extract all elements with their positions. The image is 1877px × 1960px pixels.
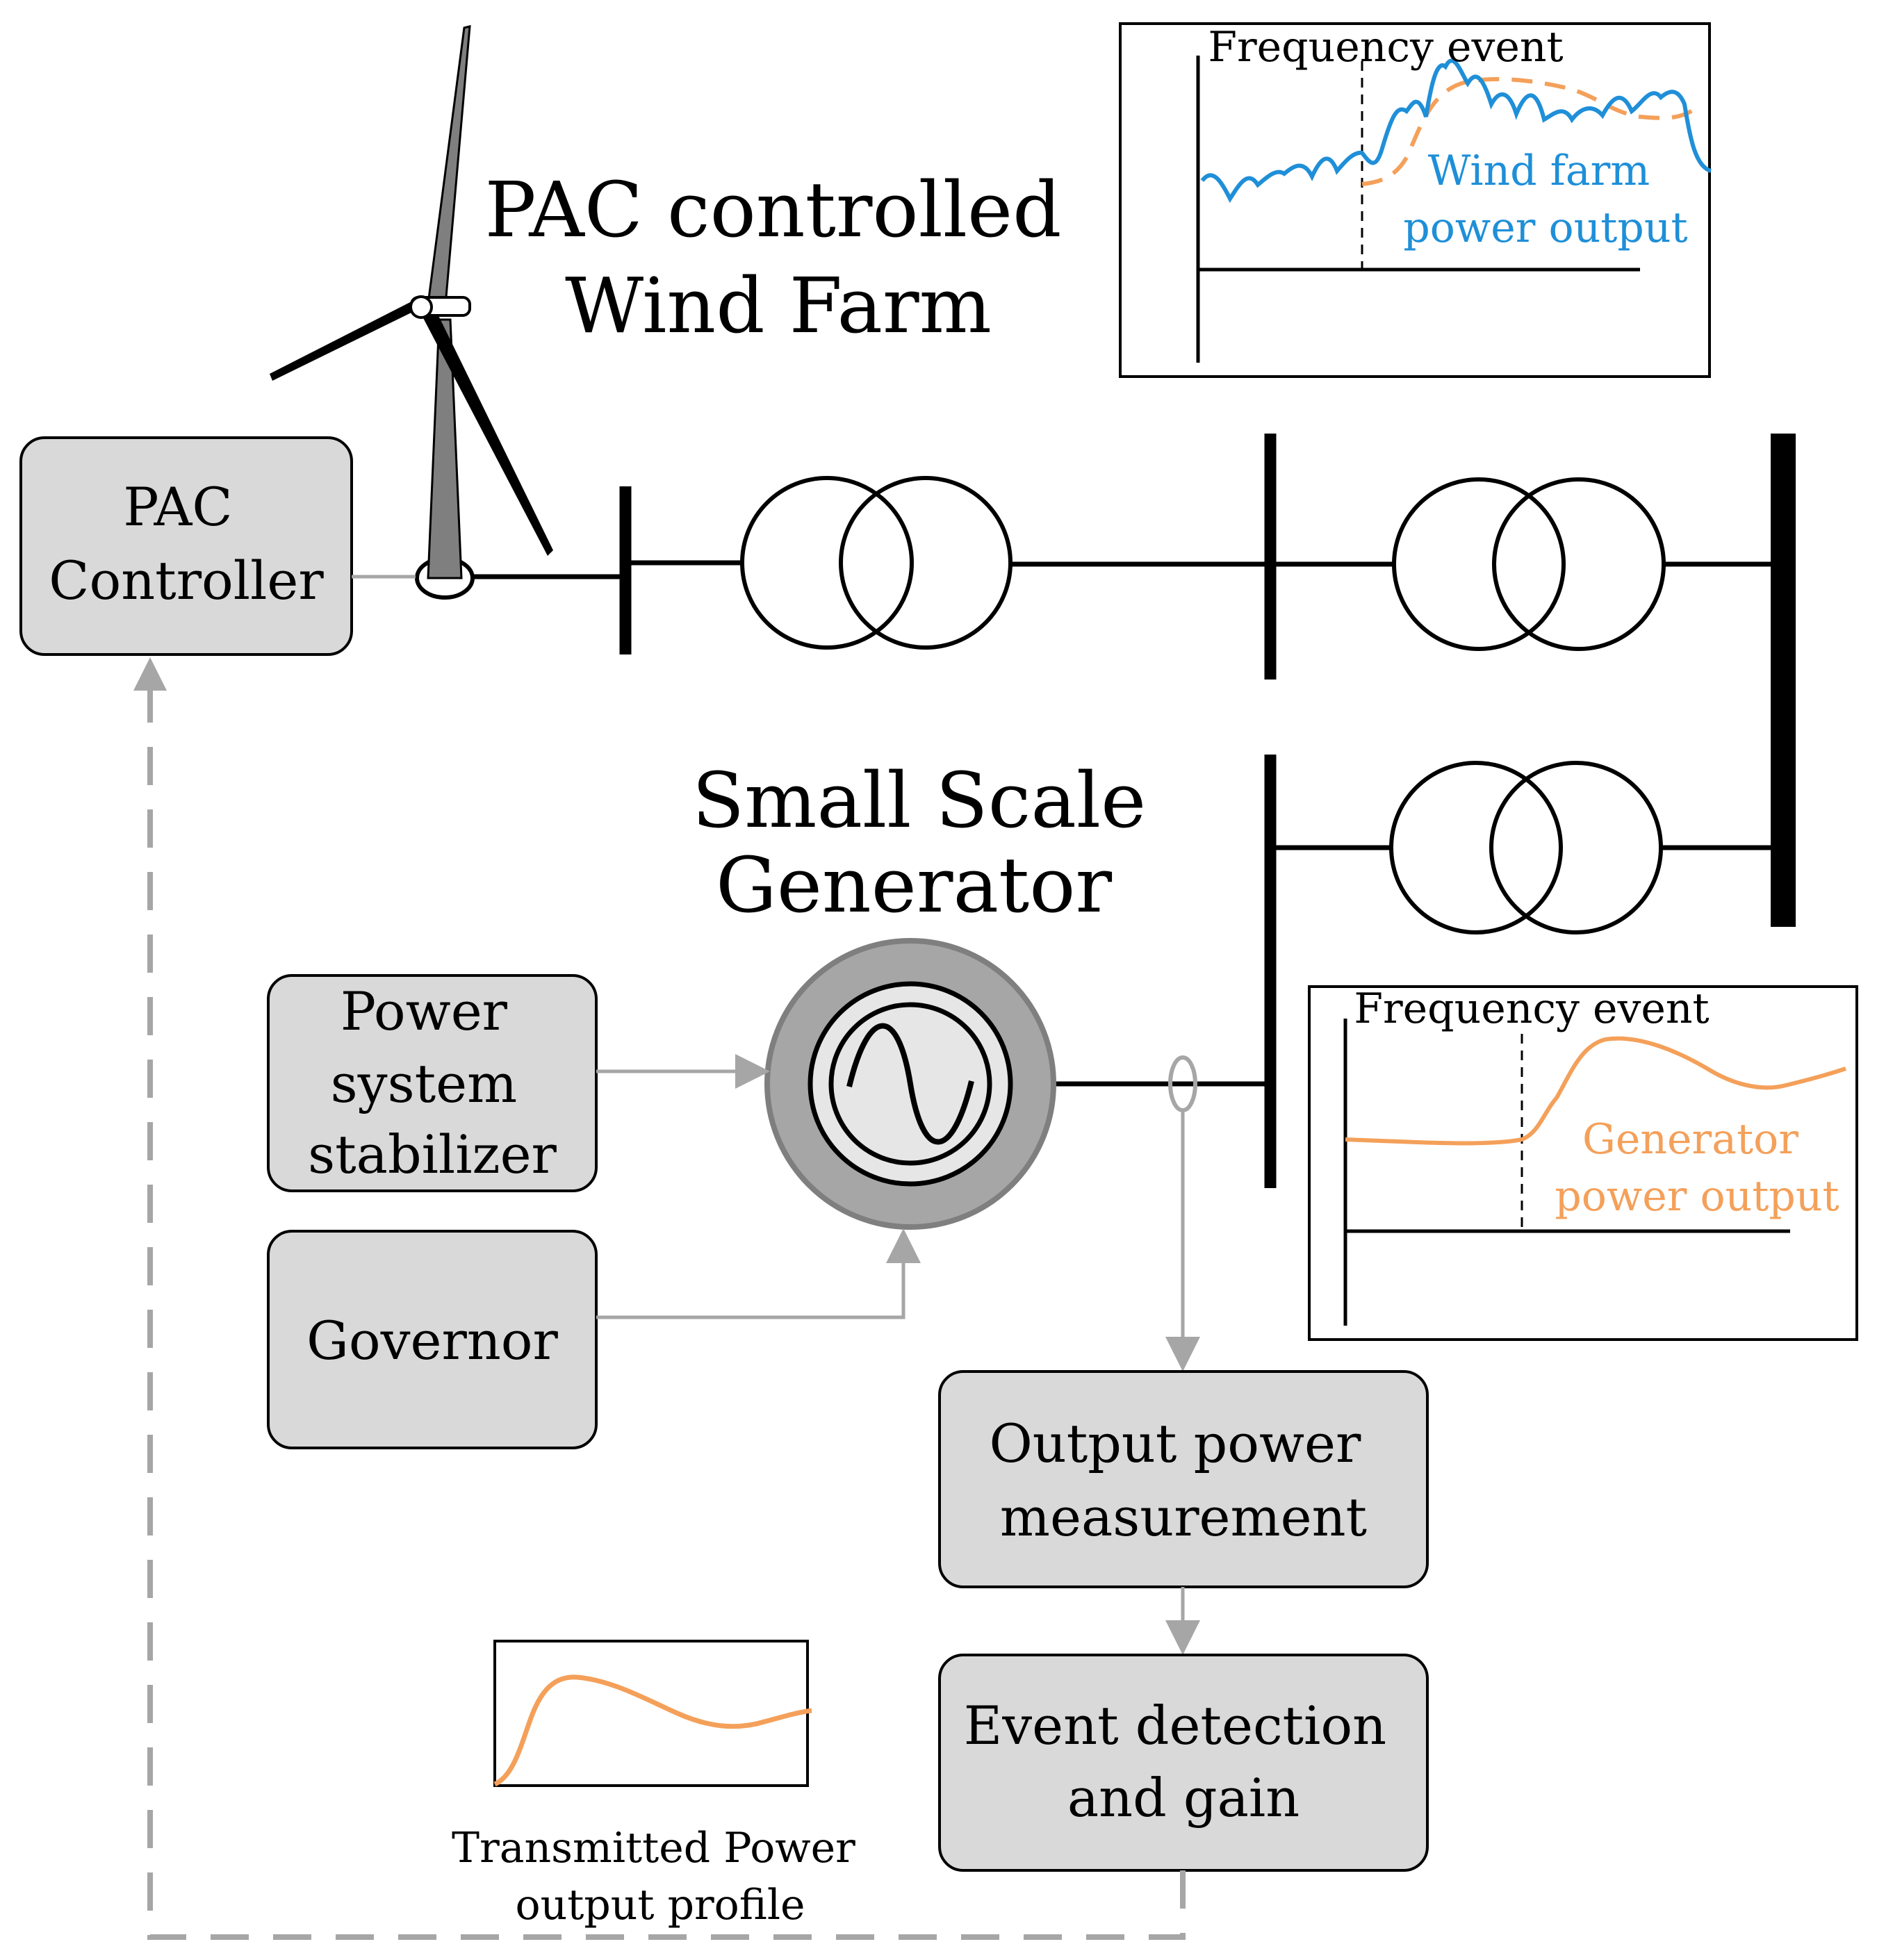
gen-plot-series-label-line-1: Generator (1582, 1115, 1798, 1164)
wind-farm-title-line-1: PAC controlled (484, 165, 1061, 254)
wind-plot-series-label: Wind farm power output (1403, 147, 1687, 252)
svg-text:Governor: Governor (306, 1310, 558, 1372)
governor-block[interactable]: Governor (267, 1230, 598, 1449)
generator-title-line-1: Small Scale (692, 756, 1146, 845)
output-power-measurement-block[interactable]: Output power measurement (938, 1370, 1429, 1588)
profile-curve (493, 1674, 812, 1787)
ac-generator-icon (764, 938, 1056, 1230)
pss-line-2: system (331, 1053, 518, 1114)
wind-plot-event-label: Frequency event (1208, 23, 1563, 72)
generator-output-plot: Frequency event Generator power output (1308, 985, 1858, 1341)
event-detection-line-2: and gain (1067, 1767, 1300, 1829)
power-system-stabilizer-block[interactable]: Power system stabilizer (267, 974, 598, 1192)
wind-farm-output-plot: Frequency event Wind farm power output (1119, 22, 1712, 378)
pac-controller-line-1: PAC (123, 476, 232, 538)
pac-controller-block[interactable]: PAC Controller (19, 436, 353, 656)
gen-plot-series-label: Generator power output (1555, 1115, 1839, 1221)
wind-farm-title: PAC controlled Wind Farm (484, 165, 1085, 350)
transmitted-profile-plot: Transmitted Power output profile (452, 1640, 869, 1929)
wind-turbine-icon (270, 25, 553, 600)
transformer-icon (740, 476, 1013, 650)
governor-label: Governor (306, 1310, 558, 1372)
svg-text:Output power measurement: Output power measurement (989, 1413, 1377, 1548)
opm-line-1: Output power (989, 1413, 1361, 1474)
event-detection-line-1: Event detection (964, 1695, 1386, 1756)
profile-caption-line-1: Transmitted Power (452, 1824, 855, 1872)
feedback-signal-path (133, 657, 1186, 1940)
wind-plot-power-curve (1200, 58, 1712, 204)
wind-plot-series-label-line-1: Wind farm (1428, 147, 1650, 195)
pss-line-3: stabilizer (308, 1123, 557, 1185)
gen-plot-event-label: Frequency event (1354, 985, 1709, 1033)
opm-line-2: measurement (1000, 1486, 1367, 1548)
svg-text:PAC Controller: PAC Controller (49, 476, 324, 611)
generator-title-line-2: Generator (716, 841, 1113, 930)
profile-caption-line-2: output profile (515, 1881, 805, 1929)
transformer-icon (1389, 761, 1663, 934)
profile-caption: Transmitted Power output profile (452, 1824, 869, 1929)
svg-text:Event detection and gain: Event detection and gain (964, 1695, 1403, 1829)
wind-farm-title-line-2: Wind Farm (565, 261, 992, 350)
transformer-icon (1392, 477, 1666, 651)
pss-line-1: Power (341, 980, 508, 1042)
governor-to-generator-arrow (596, 1228, 921, 1319)
svg-text:Power system stabi: Power system stabilizer (308, 980, 557, 1185)
pac-controller-line-2: Controller (49, 550, 324, 611)
wind-plot-series-label-line-2: power output (1403, 204, 1687, 252)
generator-title: Small Scale Generator (692, 756, 1170, 930)
gen-plot-series-label-line-2: power output (1555, 1172, 1839, 1221)
wind-plot-reference-curve (1361, 76, 1697, 186)
gen-plot-power-curve (1345, 1036, 1846, 1146)
event-detection-block[interactable]: Event detection and gain (938, 1654, 1429, 1872)
